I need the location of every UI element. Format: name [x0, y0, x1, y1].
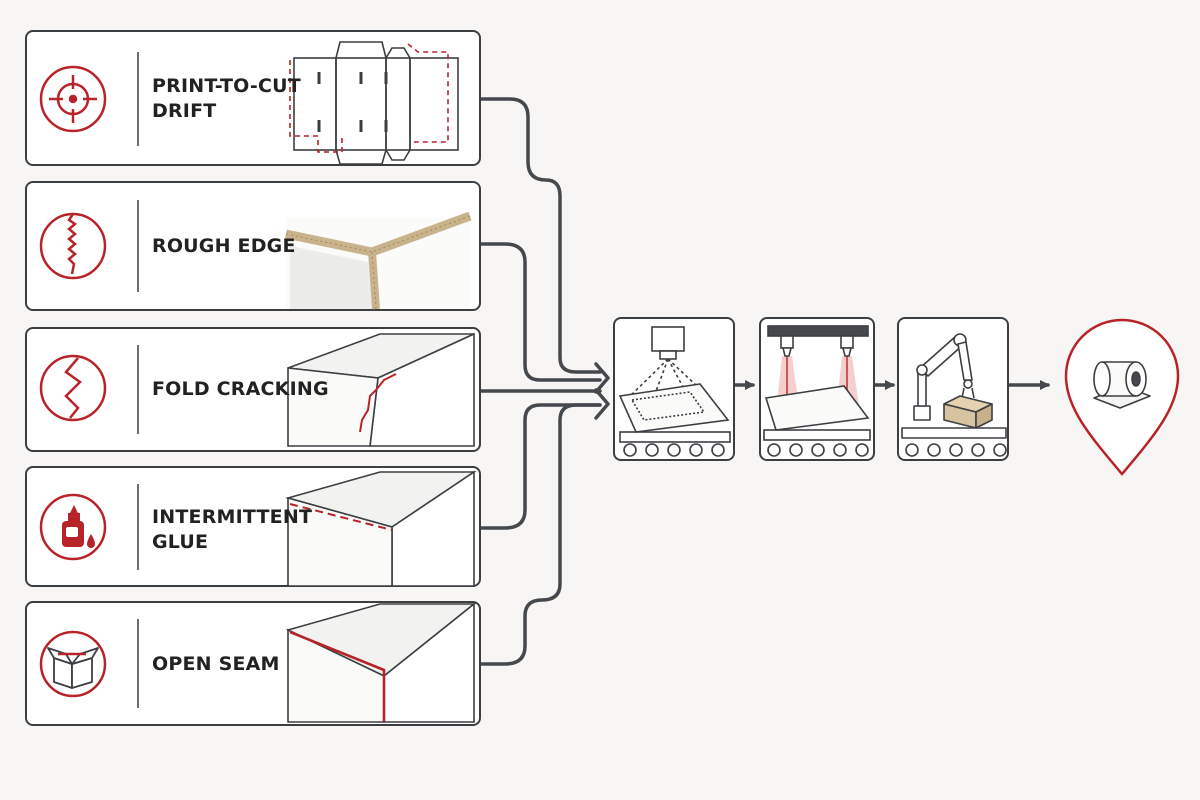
connectors — [478, 97, 1050, 666]
paper-roll-location-pin-icon — [1064, 318, 1180, 476]
defect-card-intermittent-glue — [25, 466, 481, 587]
laser-nozzle-stage — [759, 317, 875, 461]
connector-intermittent-glue — [478, 403, 602, 530]
connector-print-to-cut — [478, 97, 602, 374]
box-dieline-illustration — [293, 41, 459, 165]
rough-edge-icon — [39, 212, 107, 280]
camera-inspection-icon — [618, 326, 731, 457]
robotic-arm-stage — [897, 317, 1009, 461]
fold-crack-icon — [39, 354, 107, 422]
defect-card-fold-cracking — [25, 327, 481, 452]
label-line: DRIFT — [152, 100, 217, 122]
defect-label-fold-cracking: FOLD CRACKING — [152, 377, 329, 402]
defect-card-print-to-cut — [25, 30, 481, 166]
label-line: OPEN SEAM — [152, 653, 280, 675]
paper-roll-icon — [1093, 361, 1151, 409]
stage-frame — [759, 317, 875, 461]
defect-label-print-to-cut: PRINT-TO-CUT DRIFT — [152, 74, 301, 124]
arrowhead-upper — [594, 362, 610, 394]
fold-crack-line — [359, 373, 397, 433]
connector-open-seam — [478, 403, 602, 666]
crosshair-icon — [39, 65, 107, 133]
open-seam-line — [289, 630, 386, 722]
open-seam-illustration — [285, 602, 477, 723]
glue-dash-line — [289, 503, 393, 531]
defect-label-rough-edge: ROUGH EDGE — [152, 234, 296, 259]
label-line: FOLD CRACKING — [152, 378, 329, 400]
rough-edge-illustration — [285, 211, 472, 310]
defect-label-open-seam: OPEN SEAM — [152, 652, 292, 677]
defect-label-intermittent-glue: INTERMITTENT GLUE — [152, 505, 313, 555]
label-line: GLUE — [152, 531, 209, 553]
open-box-icon — [39, 630, 107, 698]
robot-arm-icon — [901, 333, 1007, 457]
glue-bottle-icon — [39, 493, 107, 561]
label-line: ROUGH EDGE — [152, 235, 296, 257]
defect-card-rough-edge — [25, 181, 481, 311]
fold-cracking-illustration — [287, 332, 475, 447]
intermittent-glue-illustration — [285, 470, 477, 587]
card-frame — [25, 30, 481, 166]
camera-inspection-stage — [613, 317, 735, 461]
arrowhead-lower — [594, 388, 610, 420]
defect-card-open-seam — [25, 601, 481, 726]
connector-rough-edge — [478, 242, 602, 382]
label-line: PRINT-TO-CUT — [152, 75, 301, 97]
laser-nozzle-icon — [763, 325, 871, 457]
misaligned-cut-line — [289, 43, 449, 153]
label-line: INTERMITTENT — [152, 506, 313, 528]
